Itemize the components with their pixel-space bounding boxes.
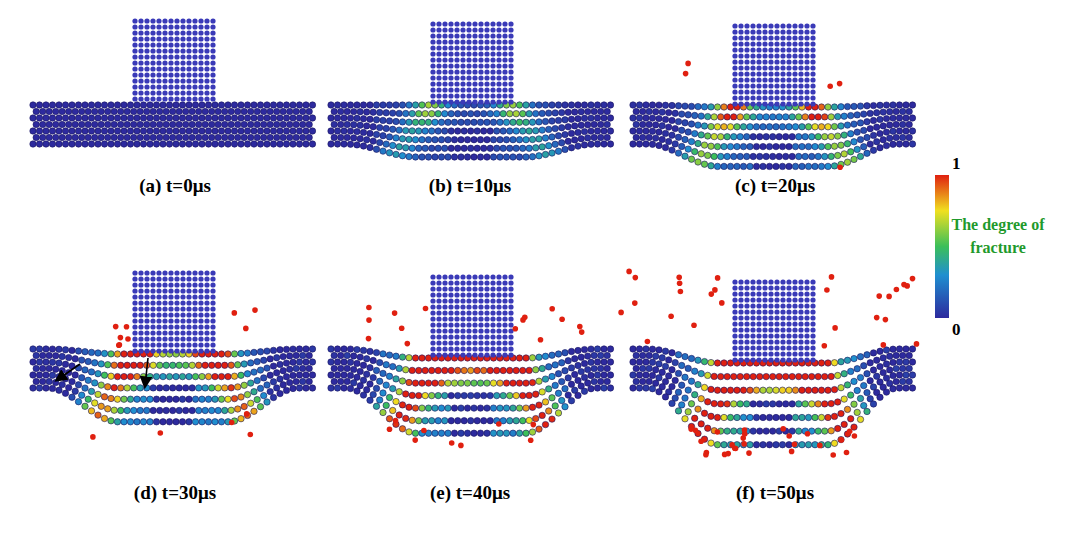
panel-caption: (e) t=40μs xyxy=(430,482,510,504)
panel-caption: (b) t=10μs xyxy=(429,175,511,197)
particle-panel xyxy=(328,274,614,448)
particle-panel xyxy=(618,269,919,458)
panel-caption: (f) t=50μs xyxy=(736,482,814,504)
panel-caption: (c) t=20μs xyxy=(735,175,815,197)
panel-caption: (d) t=30μs xyxy=(134,482,216,504)
colorbar-title: The degree of fracture xyxy=(948,213,1048,259)
panel-caption: (a) t=0μs xyxy=(139,175,211,197)
particle-panel xyxy=(30,18,316,147)
particle-panel xyxy=(328,21,614,160)
particle-panel xyxy=(30,270,316,439)
colorbar-max: 1 xyxy=(952,154,961,174)
colorbar-min: 0 xyxy=(952,320,961,340)
particle-panel xyxy=(630,23,916,170)
colorbar xyxy=(935,175,949,318)
crack-arrows xyxy=(57,358,148,386)
